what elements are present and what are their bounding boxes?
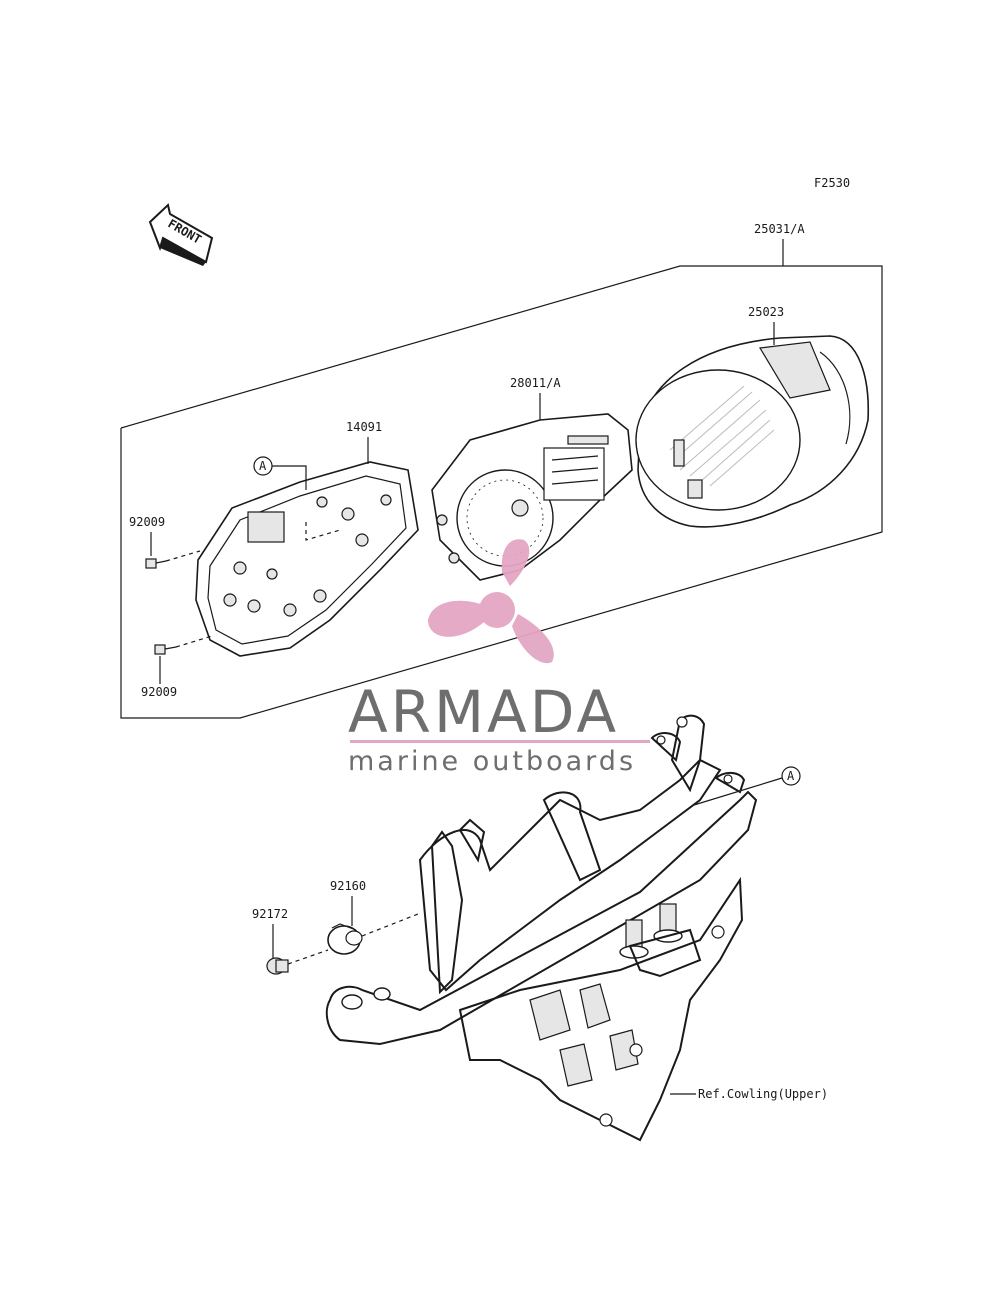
collar-92172	[266, 949, 329, 975]
watermark-logo: ARMADA marine outboards	[348, 539, 650, 777]
watermark-subtitle: marine outboards	[348, 746, 636, 777]
meter-bracket-stay	[325, 714, 758, 1142]
screw-92009-bottom	[154, 635, 213, 655]
callout-25031-a: 25031/A	[754, 222, 805, 236]
svg-text:A: A	[259, 459, 267, 473]
watermark-title: ARMADA	[348, 678, 619, 746]
callout-ref-cowling: Ref.Cowling(Upper)	[698, 1087, 828, 1101]
callout-25023: 25023	[748, 305, 784, 319]
callout-14091: 14091	[346, 420, 382, 434]
assembly-box	[120, 265, 883, 719]
reference-marker-a-right: A	[693, 766, 801, 806]
rubber-damper-92160	[327, 913, 419, 955]
callout-92009-bottom: 92009	[141, 685, 177, 699]
propeller-icon	[428, 539, 554, 664]
damper-mount-left	[619, 919, 649, 959]
front-arrow-icon: FRONT	[148, 203, 214, 266]
figure-code: F2530	[814, 176, 850, 190]
callout-92172: 92172	[252, 907, 288, 921]
meter-case-14091	[195, 461, 419, 657]
callout-92009-top: 92009	[129, 515, 165, 529]
svg-text:A: A	[787, 769, 795, 783]
callout-28011-a: 28011/A	[510, 376, 561, 390]
watermark-divider	[350, 740, 650, 743]
meter-cover-25023	[635, 335, 870, 528]
callout-92160: 92160	[330, 879, 366, 893]
reference-marker-a-top: A	[253, 456, 307, 490]
damper-mount-right	[653, 903, 683, 943]
meter-unit-28011-a	[431, 413, 633, 581]
screw-92009-top	[145, 550, 201, 569]
